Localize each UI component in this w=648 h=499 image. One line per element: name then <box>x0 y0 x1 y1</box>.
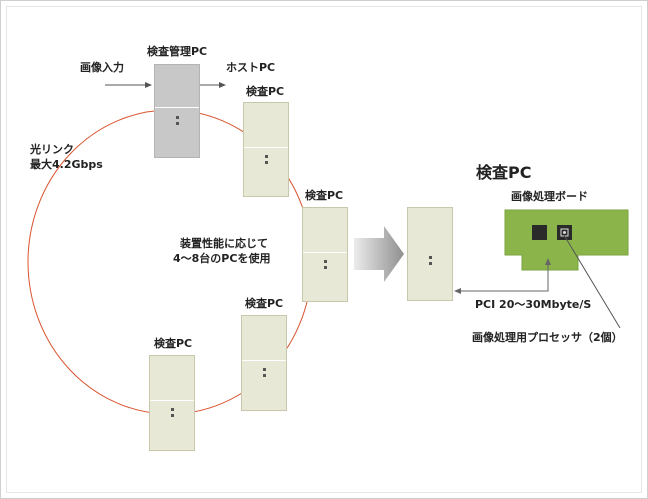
label-optical-link-2: 最大4.2Gbps <box>30 158 103 171</box>
label-inspection-pc-title: 検査PC <box>476 163 532 182</box>
processor-leader-line <box>563 234 621 329</box>
label-image-input: 画像入力 <box>80 61 124 74</box>
label-inspection-pc-4: 検査PC <box>154 337 193 350</box>
label-image-processing-board: 画像処理ボード <box>511 190 588 203</box>
host-pc-arrowhead <box>219 82 226 88</box>
label-inspection-mgmt-pc: 検査管理PC <box>147 45 208 58</box>
inspection-mgmt-pc <box>154 64 200 158</box>
image-input-arrowhead <box>145 82 152 88</box>
inspection-pc-target <box>407 207 453 301</box>
label-inspection-pc-2: 検査PC <box>305 189 344 202</box>
label-image-processor-note: 画像処理用プロセッサ（2個） <box>472 331 623 344</box>
label-pci-speed: PCI 20〜30Mbyte/S <box>475 298 592 311</box>
label-host-pc: ホストPC <box>226 61 276 74</box>
inspection-pc-3 <box>241 315 287 411</box>
label-optical-link-1: 光リンク <box>30 143 74 156</box>
transfer-arrow <box>354 226 404 282</box>
inspection-pc-2 <box>302 207 348 302</box>
pci-connection <box>459 265 549 292</box>
board-chip-left <box>532 225 547 240</box>
pci-arrowhead-left <box>454 288 461 294</box>
pci-arrowhead-up <box>545 258 551 265</box>
label-inspection-pc-3: 検査PC <box>245 297 284 310</box>
label-device-perf-1: 装置性能に応じて <box>180 237 268 250</box>
inspection-pc-1 <box>243 102 289 197</box>
label-device-perf-2: 4〜8台のPCを使用 <box>173 252 271 265</box>
label-inspection-pc-1: 検査PC <box>246 85 285 98</box>
inspection-pc-4 <box>149 355 195 451</box>
